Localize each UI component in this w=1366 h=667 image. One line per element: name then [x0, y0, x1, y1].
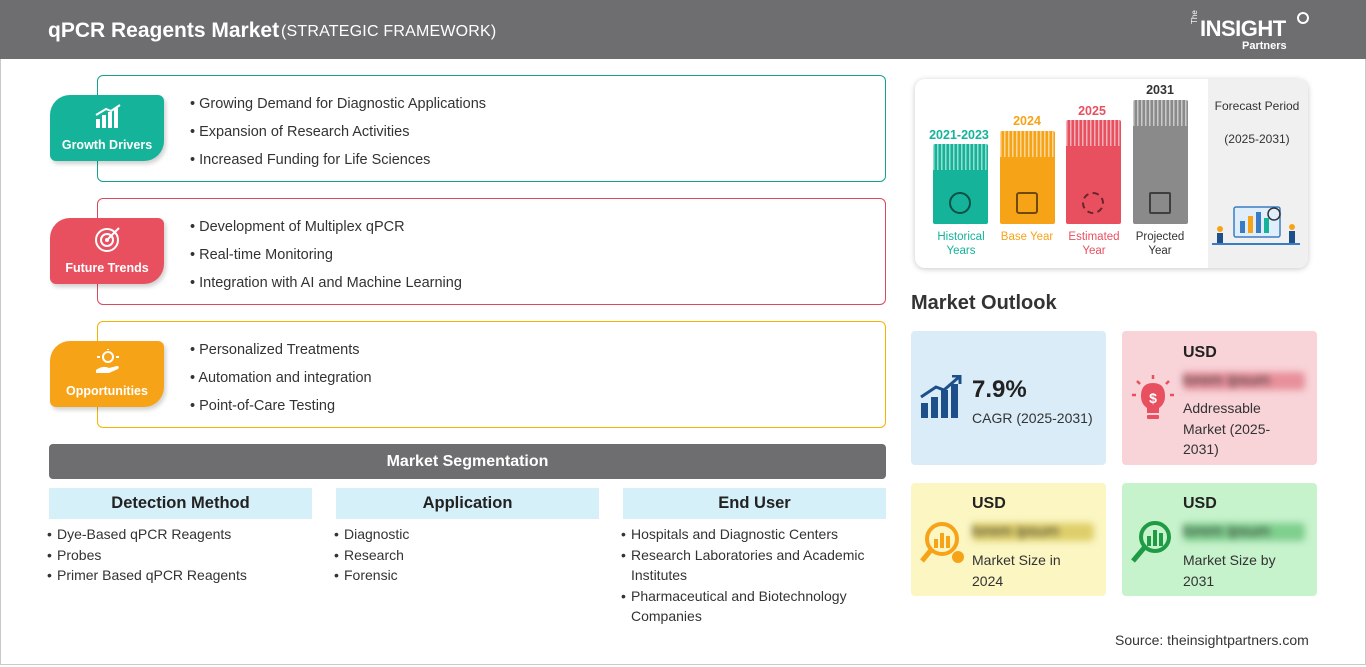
cagr-label: CAGR (2025-2031) [972, 410, 1093, 426]
timeline-caption-base: Base Year [1000, 231, 1054, 243]
addressable-market-currency: USD [1183, 344, 1217, 361]
calendar-icon [1016, 192, 1038, 214]
header-bar: qPCR Reagents Market (STRATEGIC FRAMEWOR… [0, 0, 1366, 59]
target-icon [95, 227, 120, 252]
cagr-card: 7.9% CAGR (2025-2031) [911, 331, 1106, 465]
presentation-icon [1149, 192, 1171, 214]
end-user-list: Hospitals and Diagnostic Centers Researc… [621, 524, 883, 627]
growth-drivers-panel: Growing Demand for Diagnostic Applicatio… [97, 75, 886, 182]
list-item: Personalized Treatments [190, 341, 372, 369]
svg-text:$: $ [1149, 390, 1157, 406]
list-item: Diagnostic [334, 524, 604, 545]
cagr-value: 7.9% [972, 376, 1027, 403]
market-size-2031-value: lorem ipsum [1183, 523, 1305, 541]
list-item: Pharmaceutical and Biotechnology Compani… [621, 586, 883, 627]
list-item: Increased Funding for Life Sciences [190, 151, 486, 179]
timeline-year-projected: 2031 [1146, 83, 1174, 97]
addressable-market-label: Addressable Market (2025-2031) [1183, 400, 1271, 457]
market-size-2024-value: lorem ipsum [972, 523, 1094, 541]
segment-heading-application: Application [336, 488, 599, 519]
list-item: Hospitals and Diagnostic Centers [621, 524, 883, 545]
list-item: Primer Based qPCR Reagents [47, 565, 317, 586]
opportunities-list: Personalized Treatments Automation and i… [190, 341, 372, 425]
addressable-market-card: $ USD lorem ipsum Addressable Market (20… [1122, 331, 1317, 465]
list-item: Automation and integration [190, 369, 371, 397]
list-item: Point-of-Care Testing [190, 397, 372, 425]
timeline-year-historical: 2021-2023 [929, 128, 989, 142]
market-size-2031-label: Market Size by 2031 [1183, 552, 1276, 589]
list-item: Research Laboratories and Academic Insti… [621, 545, 883, 586]
detection-method-list: Dye-Based qPCR Reagents Probes Primer Ba… [47, 524, 317, 586]
timeline-year-estimated: 2025 [1078, 104, 1106, 118]
insight-partners-logo: The INSIGHT Partners [1190, 10, 1310, 54]
lightbulb-dollar-icon: $ [1132, 375, 1174, 419]
history-icon [949, 192, 971, 214]
timeline-bar-estimated [1066, 120, 1121, 224]
page-title: qPCR Reagents Market [48, 19, 280, 42]
future-trends-label: Future Trends [65, 261, 149, 275]
timeline-bar-historical [933, 144, 988, 224]
market-outlook-title: Market Outlook [911, 292, 1057, 314]
magnifier-chart-icon [1131, 521, 1171, 563]
list-item: Research [334, 545, 604, 566]
growth-drivers-badge: Growth Drivers [50, 95, 164, 161]
opportunities-panel: Personalized Treatments Automation and i… [97, 321, 886, 428]
list-item: Expansion of Research Activities [190, 123, 486, 151]
timeline-year-base: 2024 [1013, 114, 1041, 128]
analytics-people-icon [1212, 206, 1300, 245]
timeline-caption-historical: Historical Years [937, 231, 985, 257]
future-trends-panel: Development of Multiplex qPCR Real-time … [97, 198, 886, 305]
list-item: Development of Multiplex qPCR [190, 218, 462, 246]
timeline-bar-projected [1133, 100, 1188, 224]
addressable-market-value: lorem ipsum [1183, 372, 1305, 390]
opportunities-label: Opportunities [66, 384, 148, 398]
list-item: Forensic [334, 565, 604, 586]
list-item: Probes [47, 545, 317, 566]
gear-icon [1082, 192, 1104, 214]
idea-hand-icon [96, 349, 119, 373]
future-trends-list: Development of Multiplex qPCR Real-time … [190, 218, 462, 302]
market-size-2024-card: USD lorem ipsum Market Size in 2024 [911, 483, 1106, 596]
market-size-2031-currency: USD [1183, 495, 1217, 512]
future-trends-badge: Future Trends [50, 218, 164, 284]
timeline-card: Forecast Period (2025-2031) 2021-2023 Hi… [915, 79, 1308, 268]
lightbulb-icon [1297, 12, 1309, 24]
market-size-2031-card: USD lorem ipsum Market Size by 2031 [1122, 483, 1317, 596]
timeline-caption-projected: Projected Year [1135, 231, 1185, 257]
market-segmentation-title: Market Segmentation [49, 444, 886, 479]
growth-drivers-list: Growing Demand for Diagnostic Applicatio… [190, 95, 486, 179]
market-size-2024-currency: USD [972, 495, 1006, 512]
growth-drivers-label: Growth Drivers [61, 138, 153, 152]
market-size-2024-label: Market Size in 2024 [972, 552, 1061, 589]
growth-chart-icon [95, 104, 121, 128]
list-item: Dye-Based qPCR Reagents [47, 524, 317, 545]
application-list: Diagnostic Research Forensic [334, 524, 604, 586]
forecast-period-range: (2025-2031) [1224, 132, 1290, 146]
page-subtitle: (STRATEGIC FRAMEWORK) [281, 23, 497, 40]
timeline-caption-estimated: Estimated Year [1068, 231, 1120, 257]
list-item: Growing Demand for Diagnostic Applicatio… [190, 95, 486, 123]
opportunities-badge: Opportunities [50, 341, 164, 407]
list-item: Integration with AI and Machine Learning [190, 274, 462, 302]
magnifier-chart-icon [920, 522, 964, 563]
forecast-period-title: Forecast Period [1214, 99, 1300, 113]
segment-heading-detection-method: Detection Method [49, 488, 312, 519]
growth-chart-icon [920, 375, 962, 418]
list-item: Real-time Monitoring [190, 246, 462, 274]
source-text: Source: theinsightpartners.com [1115, 632, 1309, 648]
timeline-bar-base [1000, 131, 1055, 224]
segment-heading-end-user: End User [623, 488, 886, 519]
